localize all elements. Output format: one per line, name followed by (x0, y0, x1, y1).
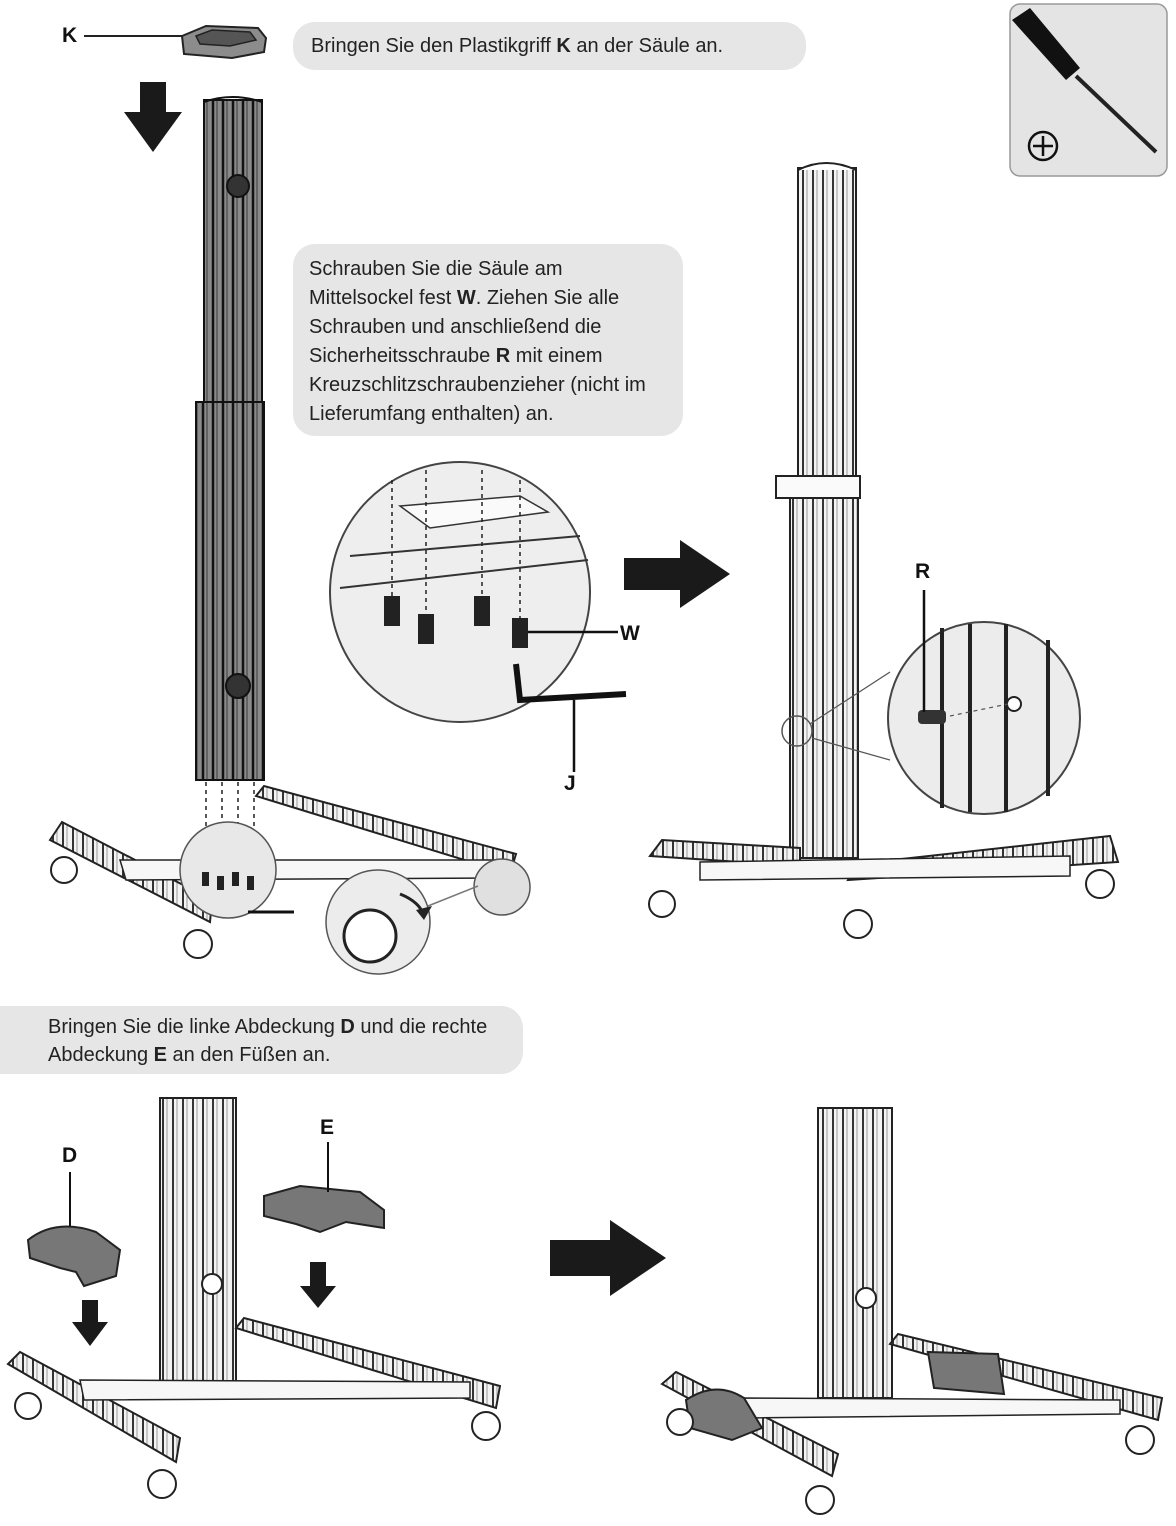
instruction-step-3: Bringen Sie die linke Abdeckung D und di… (0, 1006, 523, 1074)
down-arrow-icon (124, 82, 182, 152)
column-bottom-left (6, 1097, 502, 1499)
step2-text-c: mit einem Kreuzschlitzschraubenzieher (n… (309, 345, 646, 425)
column-bottom-right (660, 1107, 1164, 1515)
callout-j: J (564, 772, 576, 795)
step1-label-k: K (556, 35, 571, 57)
step2-label-r: R (495, 345, 511, 367)
callout-e: E (320, 1116, 335, 1139)
instruction-step-1: Bringen Sie den Plastikgriff K an der Sä… (293, 22, 806, 70)
phillips-screwdriver-icon (1009, 3, 1168, 177)
step3-text-c: an den Füßen an. (166, 1044, 331, 1066)
step3-text-a: Bringen Sie die linke Abdeckung (48, 1016, 341, 1038)
step3-text-b: und die rechte Abdeckung (48, 1016, 488, 1066)
cover-e-part (263, 1142, 385, 1308)
column-right (648, 162, 1120, 939)
step1-text-a: Bringen Sie den Plastikgriff (311, 35, 557, 57)
step2-text-b: . Ziehen Sie alle Schrauben und anschlie… (309, 287, 620, 367)
callout-w: W (620, 622, 640, 645)
step1-text-b: an der Säule an. (570, 35, 724, 57)
callout-r: R (915, 560, 931, 583)
column-left (195, 96, 265, 860)
right-arrow-icon (624, 540, 730, 608)
right-arrow-bottom-icon (550, 1220, 666, 1296)
screw-detail-circle (329, 461, 627, 772)
step2-label-w: W (456, 287, 476, 309)
instruction-step-2: Schrauben Sie die Säule am Mittelsockel … (293, 244, 683, 436)
cover-d-part (26, 1172, 122, 1346)
handle-k-part (84, 24, 268, 60)
callout-d: D (62, 1144, 78, 1167)
step2-text-a: Schrauben Sie die Säule am Mittelsockel … (309, 258, 563, 309)
base-left (48, 784, 531, 975)
callout-k: K (62, 24, 78, 47)
step3-label-e: E (153, 1044, 167, 1066)
step3-label-d: D (340, 1016, 355, 1038)
